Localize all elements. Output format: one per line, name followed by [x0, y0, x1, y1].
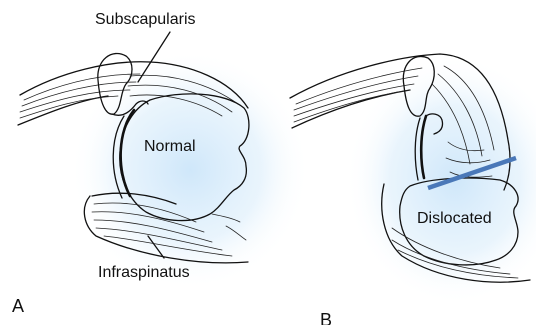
panel-a-letter: A	[12, 296, 24, 316]
panel-b-letter: B	[320, 310, 332, 325]
panel-a-glow	[70, 50, 310, 290]
subscapularis-label: Subscapularis	[95, 11, 196, 28]
panel-b: Dislocated B	[290, 54, 536, 325]
normal-label: Normal	[144, 138, 196, 155]
infraspinatus-label: Infraspinatus	[98, 264, 190, 281]
dislocated-label: Dislocated	[417, 210, 492, 227]
panel-a: Subscapularis Normal Infraspinatus A	[12, 11, 310, 316]
